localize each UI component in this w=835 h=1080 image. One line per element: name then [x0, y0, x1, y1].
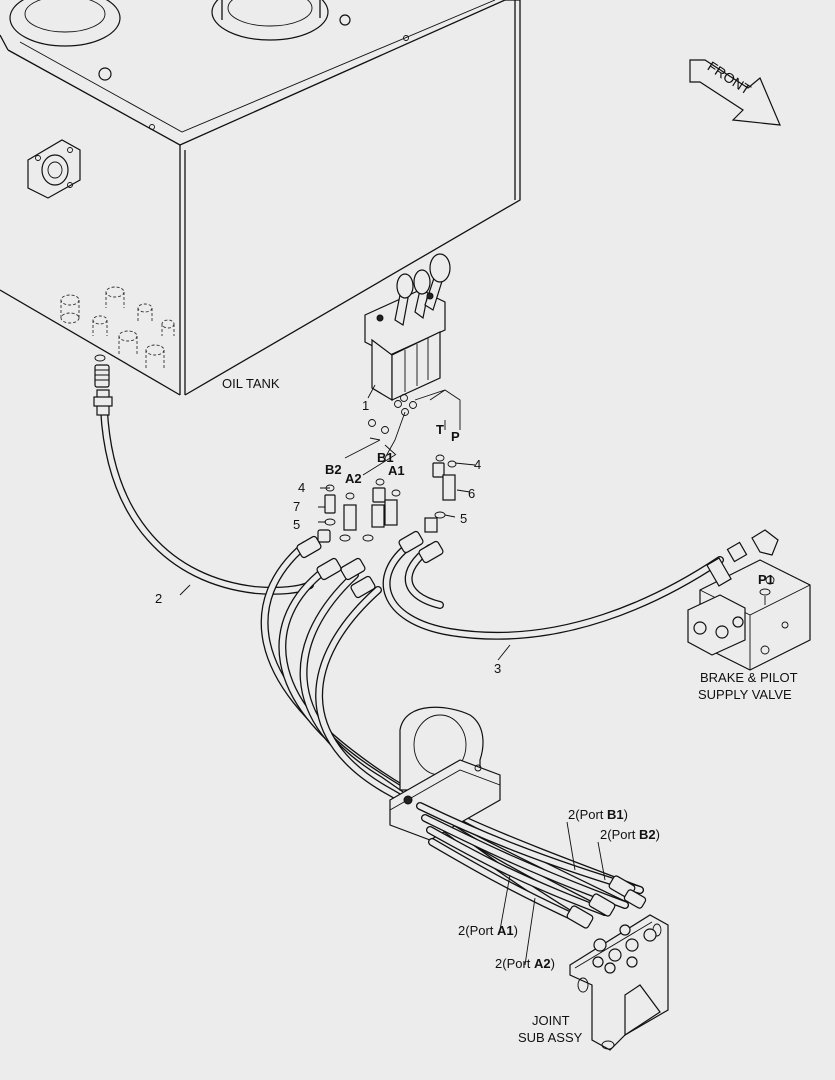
port-a1-label: A1 — [388, 463, 405, 478]
joint-sub-assembly — [566, 875, 669, 1051]
hose-a1-label: 2(Port A1) — [458, 923, 518, 938]
callout-2: 2 — [155, 591, 162, 606]
callout-7: 7 — [293, 499, 300, 514]
port-b1-label: B1 — [377, 450, 394, 465]
brake-valve-label-1: BRAKE & PILOT — [700, 670, 798, 685]
oil-tank-label: OIL TANK — [222, 376, 280, 391]
tank-side-flange — [27, 139, 81, 199]
port-p-label: P — [451, 429, 460, 444]
brake-valve-label-2: SUPPLY VALVE — [698, 687, 792, 702]
hose-clamp-bracket — [389, 706, 501, 841]
joint-fittings — [566, 875, 657, 974]
hoses — [100, 406, 724, 924]
port-b2-label: B2 — [325, 462, 342, 477]
callout-5-right: 5 — [460, 511, 467, 526]
joint-label-1: JOINT — [532, 1013, 570, 1028]
port-p1-label: P1 — [758, 572, 774, 587]
port-fittings — [296, 454, 457, 599]
tank-ports — [60, 286, 175, 368]
callout-6: 6 — [468, 486, 475, 501]
pilot-control-valve — [364, 253, 451, 402]
hose-b1-label: 2(Port B1) — [568, 807, 628, 822]
callout-labels: 1 2 3 4 4 5 5 6 7 — [155, 398, 501, 676]
callout-3: 3 — [494, 661, 501, 676]
brake-pilot-supply-valve — [687, 529, 811, 671]
front-arrow: FRONT — [689, 58, 781, 126]
port-labels: B2 A2 B1 A1 T P P1 — [325, 422, 774, 587]
callout-lines — [179, 384, 511, 661]
oil-tank: OIL TANK — [0, 0, 521, 396]
callout-5-left: 5 — [293, 517, 300, 532]
callout-4-right: 4 — [474, 457, 481, 472]
hose-b2-label: 2(Port B2) — [600, 827, 660, 842]
port-t-label: T — [436, 422, 444, 437]
component-labels: BRAKE & PILOT SUPPLY VALVE JOINT SUB ASS… — [518, 670, 798, 1045]
tank-hose-fitting — [93, 364, 113, 416]
callout-4-left: 4 — [298, 480, 305, 495]
hoses-front — [416, 802, 644, 924]
callout-1: 1 — [362, 398, 369, 413]
hose-port-labels: 2(Port B1) 2(Port B2) 2(Port A1) 2(Port … — [458, 807, 660, 971]
port-a2-label: A2 — [345, 471, 362, 486]
hose-a2-label: 2(Port A2) — [495, 956, 555, 971]
joint-label-2: SUB ASSY — [518, 1030, 583, 1045]
